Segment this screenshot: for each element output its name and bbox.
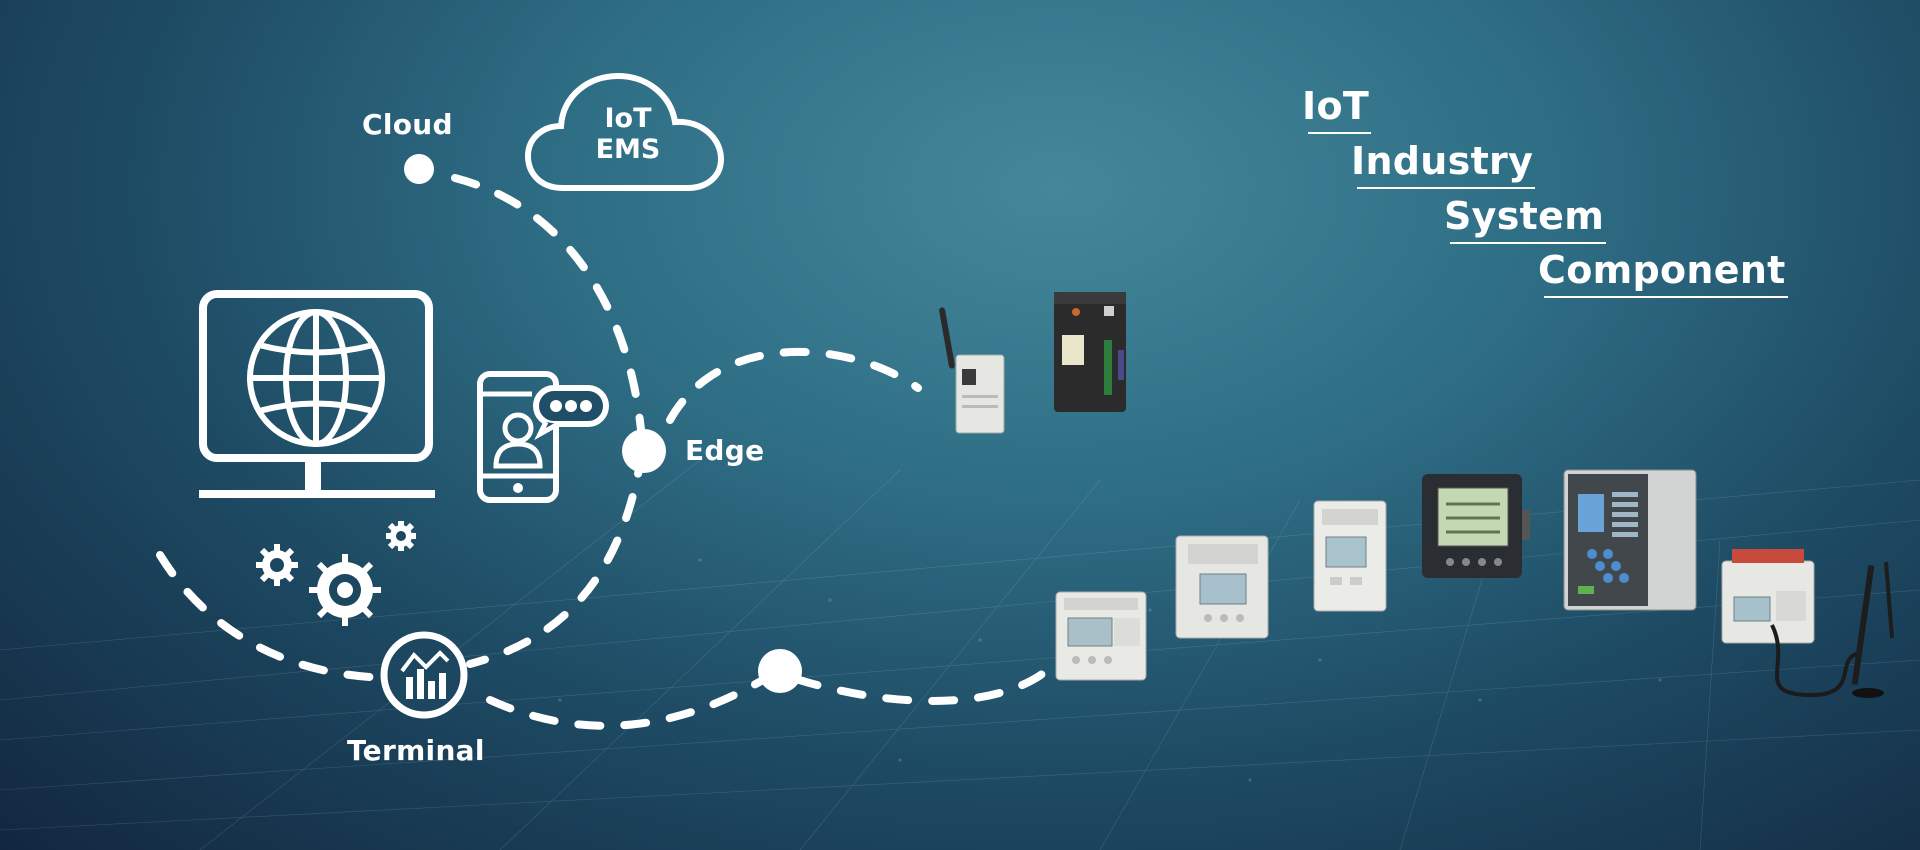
protection-relay-device xyxy=(1563,469,1697,611)
chart-icon xyxy=(380,631,468,719)
din-meter-device-2 xyxy=(1175,535,1269,639)
gear-icon xyxy=(256,521,416,626)
terminal-label: Terminal xyxy=(347,734,485,767)
wireless-gateway-device xyxy=(939,307,1005,434)
panel-meter-device xyxy=(1422,474,1530,578)
left-arc-line xyxy=(156,551,374,681)
din-meter-device-1 xyxy=(1055,591,1147,681)
din-meter-device-3 xyxy=(1313,500,1387,612)
wireless-meter-device xyxy=(1721,549,1884,698)
antenna-icon xyxy=(1884,561,1894,639)
phone-chat-icon xyxy=(477,371,609,503)
cloud-icon xyxy=(524,72,725,191)
cloud-label: Cloud xyxy=(362,108,453,141)
edge-to-terminal-line xyxy=(466,448,646,668)
midline-node-dot xyxy=(758,649,802,693)
hierarchy-system: System xyxy=(1444,194,1607,244)
cloud-to-edge-line xyxy=(451,174,646,444)
edge-label: Edge xyxy=(685,434,765,467)
hierarchy-component: Component xyxy=(1538,248,1788,298)
hierarchy-iot: IoT xyxy=(1302,84,1372,134)
edge-to-gateway-line xyxy=(666,347,922,424)
globe-monitor-icon xyxy=(199,290,435,498)
cloud-node-dot xyxy=(404,154,434,184)
hierarchy-industry: Industry xyxy=(1351,139,1536,189)
cloud-box-label: IoT EMS xyxy=(595,103,661,165)
antenna-cable xyxy=(1770,624,1863,698)
edge-node-dot xyxy=(622,429,666,473)
edge-gateway-device xyxy=(1054,292,1126,412)
